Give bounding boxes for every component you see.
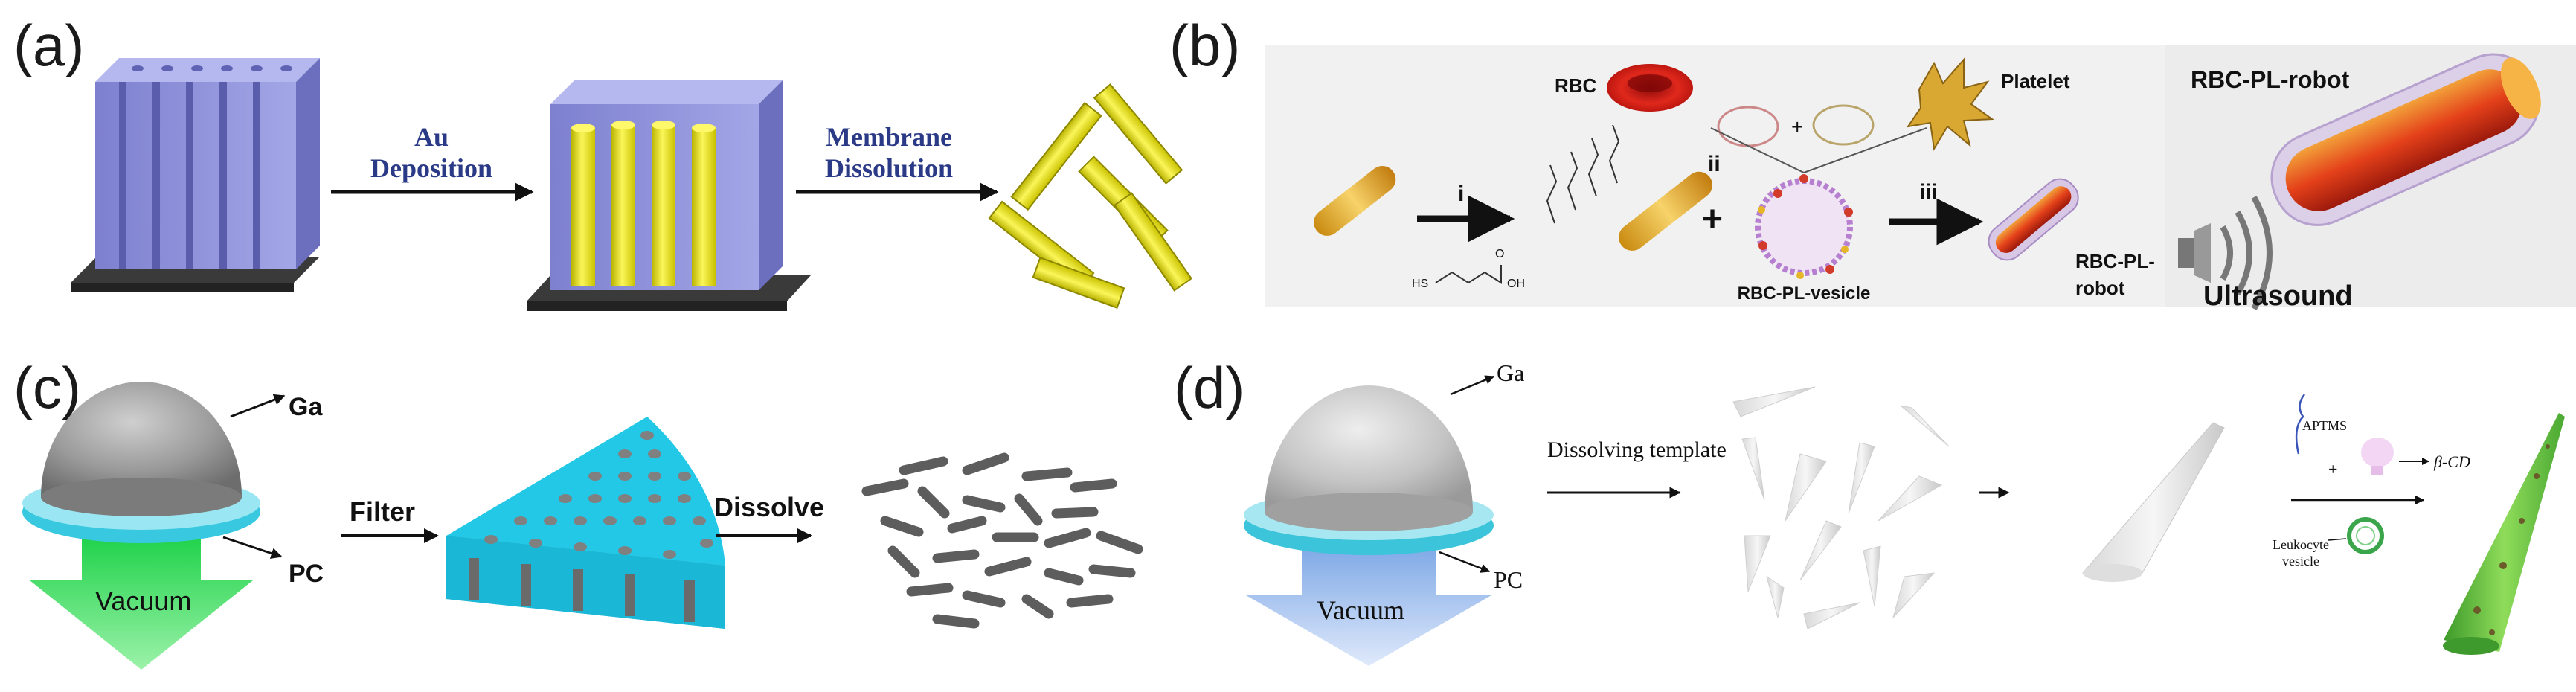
deposition-label: Deposition xyxy=(370,153,492,183)
robot-small-label-1: RBC-PL- xyxy=(2075,250,2155,272)
cd-label: β-CD xyxy=(2433,452,2470,471)
vacuum-label-c: Vacuum xyxy=(95,586,191,616)
o-label: O xyxy=(1495,248,1504,260)
leukocyte-coated-cone xyxy=(2443,413,2565,655)
step-iii-label: iii xyxy=(1919,180,1938,205)
membrane-label: Membrane xyxy=(826,122,952,152)
filter-membrane xyxy=(446,417,725,629)
dissolve-label: Dissolve xyxy=(714,492,824,522)
aptms-label: APTMS xyxy=(2302,418,2347,433)
aptms-icon xyxy=(2295,394,2305,455)
leukocyte-vesicle-icon xyxy=(2347,517,2384,554)
step-ii-label: ii xyxy=(1708,152,1721,176)
mpa-molecule xyxy=(1435,265,1502,284)
leukocyte-label-2: vesicle xyxy=(2282,554,2319,568)
plus-d: + xyxy=(2328,460,2337,478)
rbc-pl-vesicle xyxy=(1755,174,1853,279)
oh-label: OH xyxy=(1507,278,1525,290)
rbc-label: RBC xyxy=(1555,74,1597,97)
cyclodextrin-icon xyxy=(2361,438,2394,475)
dissolution-label: Dissolution xyxy=(825,153,953,183)
pc-label-d: PC xyxy=(1494,566,1523,593)
panel-a: (a) Au Deposition xyxy=(13,13,1193,311)
vacuum-arrow xyxy=(30,536,253,670)
au-label: Au xyxy=(414,122,449,152)
pc-label-c: PC xyxy=(289,560,324,588)
filter-label: Filter xyxy=(350,496,415,527)
robot-title: RBC-PL-robot xyxy=(2191,66,2350,93)
gold-rods-in-pores xyxy=(571,121,716,286)
membrane-vesicle-2 xyxy=(1812,104,1875,146)
platelet-label: Platelet xyxy=(2001,70,2070,92)
hs-label: HS xyxy=(1412,278,1428,290)
ga-droplet-d xyxy=(1265,385,1473,512)
ultrasound-icon xyxy=(2178,196,2273,310)
robot-small-label-2: robot xyxy=(2075,277,2125,299)
ga-droplet-c xyxy=(41,382,242,497)
fusion-lines xyxy=(1710,127,1927,174)
dissolving-label: Dissolving template xyxy=(1547,438,1727,462)
ga-label-d: Ga xyxy=(1497,359,1524,386)
vacuum-arrow-d xyxy=(1246,547,1491,666)
rbc-pl-robot-small xyxy=(1988,178,2079,261)
gold-nanowire xyxy=(1314,166,1396,236)
membrane-template xyxy=(71,58,320,292)
step-i-label: i xyxy=(1458,182,1464,206)
plus-b: + xyxy=(1702,199,1723,239)
panel-b: (b) i HS OH O ii + xyxy=(1169,13,2576,312)
panel-d: (d) Vacuum Ga PC Dissolving template xyxy=(1174,355,2565,666)
free-gold-nanowires xyxy=(988,83,1193,309)
vacuum-label-d: Vacuum xyxy=(1317,595,1404,625)
plus-small: + xyxy=(1791,115,1803,138)
vesicle-label: RBC-PL-vesicle xyxy=(1738,283,1871,304)
ultrasound-label: Ultrasound xyxy=(2203,281,2353,312)
membrane-with-gold xyxy=(527,80,811,311)
platelet-cell xyxy=(1906,57,1994,151)
panel-d-label: (d) xyxy=(1174,355,1244,420)
hollow-cones xyxy=(1732,386,1950,629)
rbc-pl-robot-large xyxy=(2270,53,2541,226)
functionalized-nanowire xyxy=(1546,124,1713,251)
rbc-cell xyxy=(1607,64,1693,112)
panel-b-label: (b) xyxy=(1169,13,1240,78)
leukocyte-label-1: Leukocyte xyxy=(2273,537,2329,552)
panel-c: (c) Vacuum Ga PC Filter xyxy=(13,355,1143,670)
ga-nanorods xyxy=(861,452,1143,629)
ga-label-c: Ga xyxy=(289,393,323,421)
panel-c-label: (c) xyxy=(13,355,81,420)
single-cone xyxy=(2081,422,2225,574)
panel-a-label: (a) xyxy=(13,13,84,78)
